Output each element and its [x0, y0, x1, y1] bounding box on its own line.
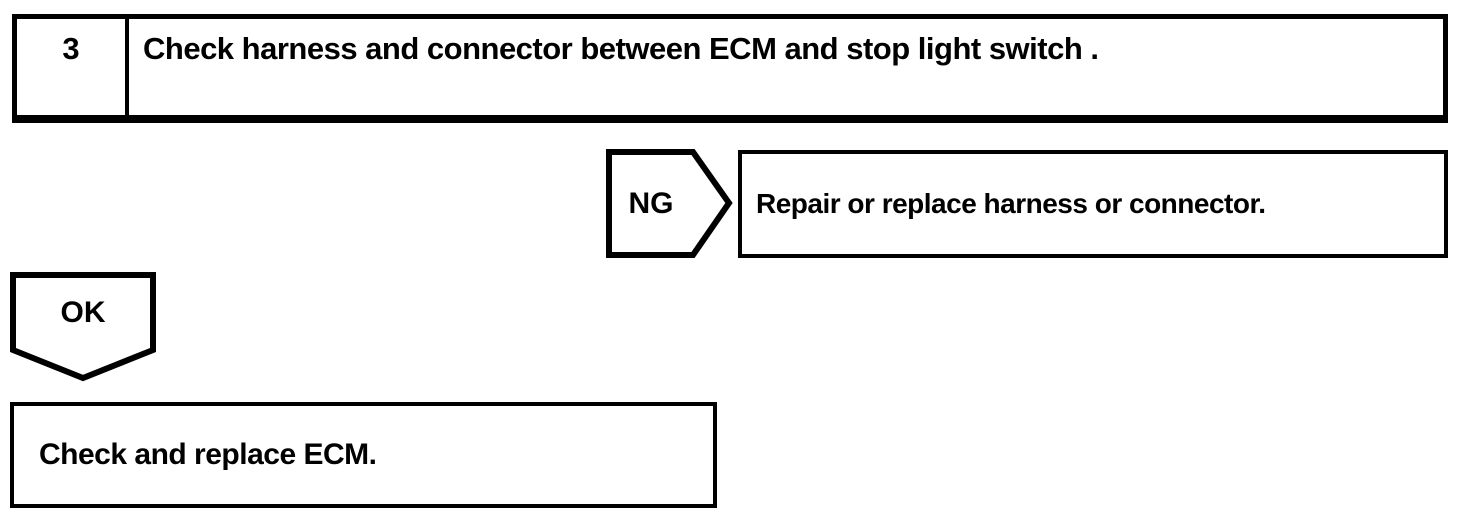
- ng-action-text: Repair or replace harness or connector.: [756, 188, 1266, 219]
- ok-connector: OK: [10, 271, 156, 383]
- ng-connector: NG: [606, 148, 733, 259]
- ng-action-box: Repair or replace harness or connector.: [738, 150, 1448, 258]
- step-instruction-cell: Check harness and connector between ECM …: [129, 19, 1443, 115]
- ok-action-text: Check and replace ECM.: [39, 438, 377, 471]
- ng-label: NG: [628, 186, 674, 220]
- ok-pentagon-icon: [10, 272, 156, 382]
- ng-pentagon-icon: [606, 149, 733, 258]
- ok-action-box: Check and replace ECM.: [10, 402, 717, 508]
- step-number: 3: [62, 31, 80, 66]
- step-instruction-text: Check harness and connector between ECM …: [143, 31, 1099, 66]
- step-box: 3 Check harness and connector between EC…: [12, 14, 1448, 123]
- ok-label: OK: [60, 296, 106, 329]
- step-number-cell: 3: [17, 19, 129, 115]
